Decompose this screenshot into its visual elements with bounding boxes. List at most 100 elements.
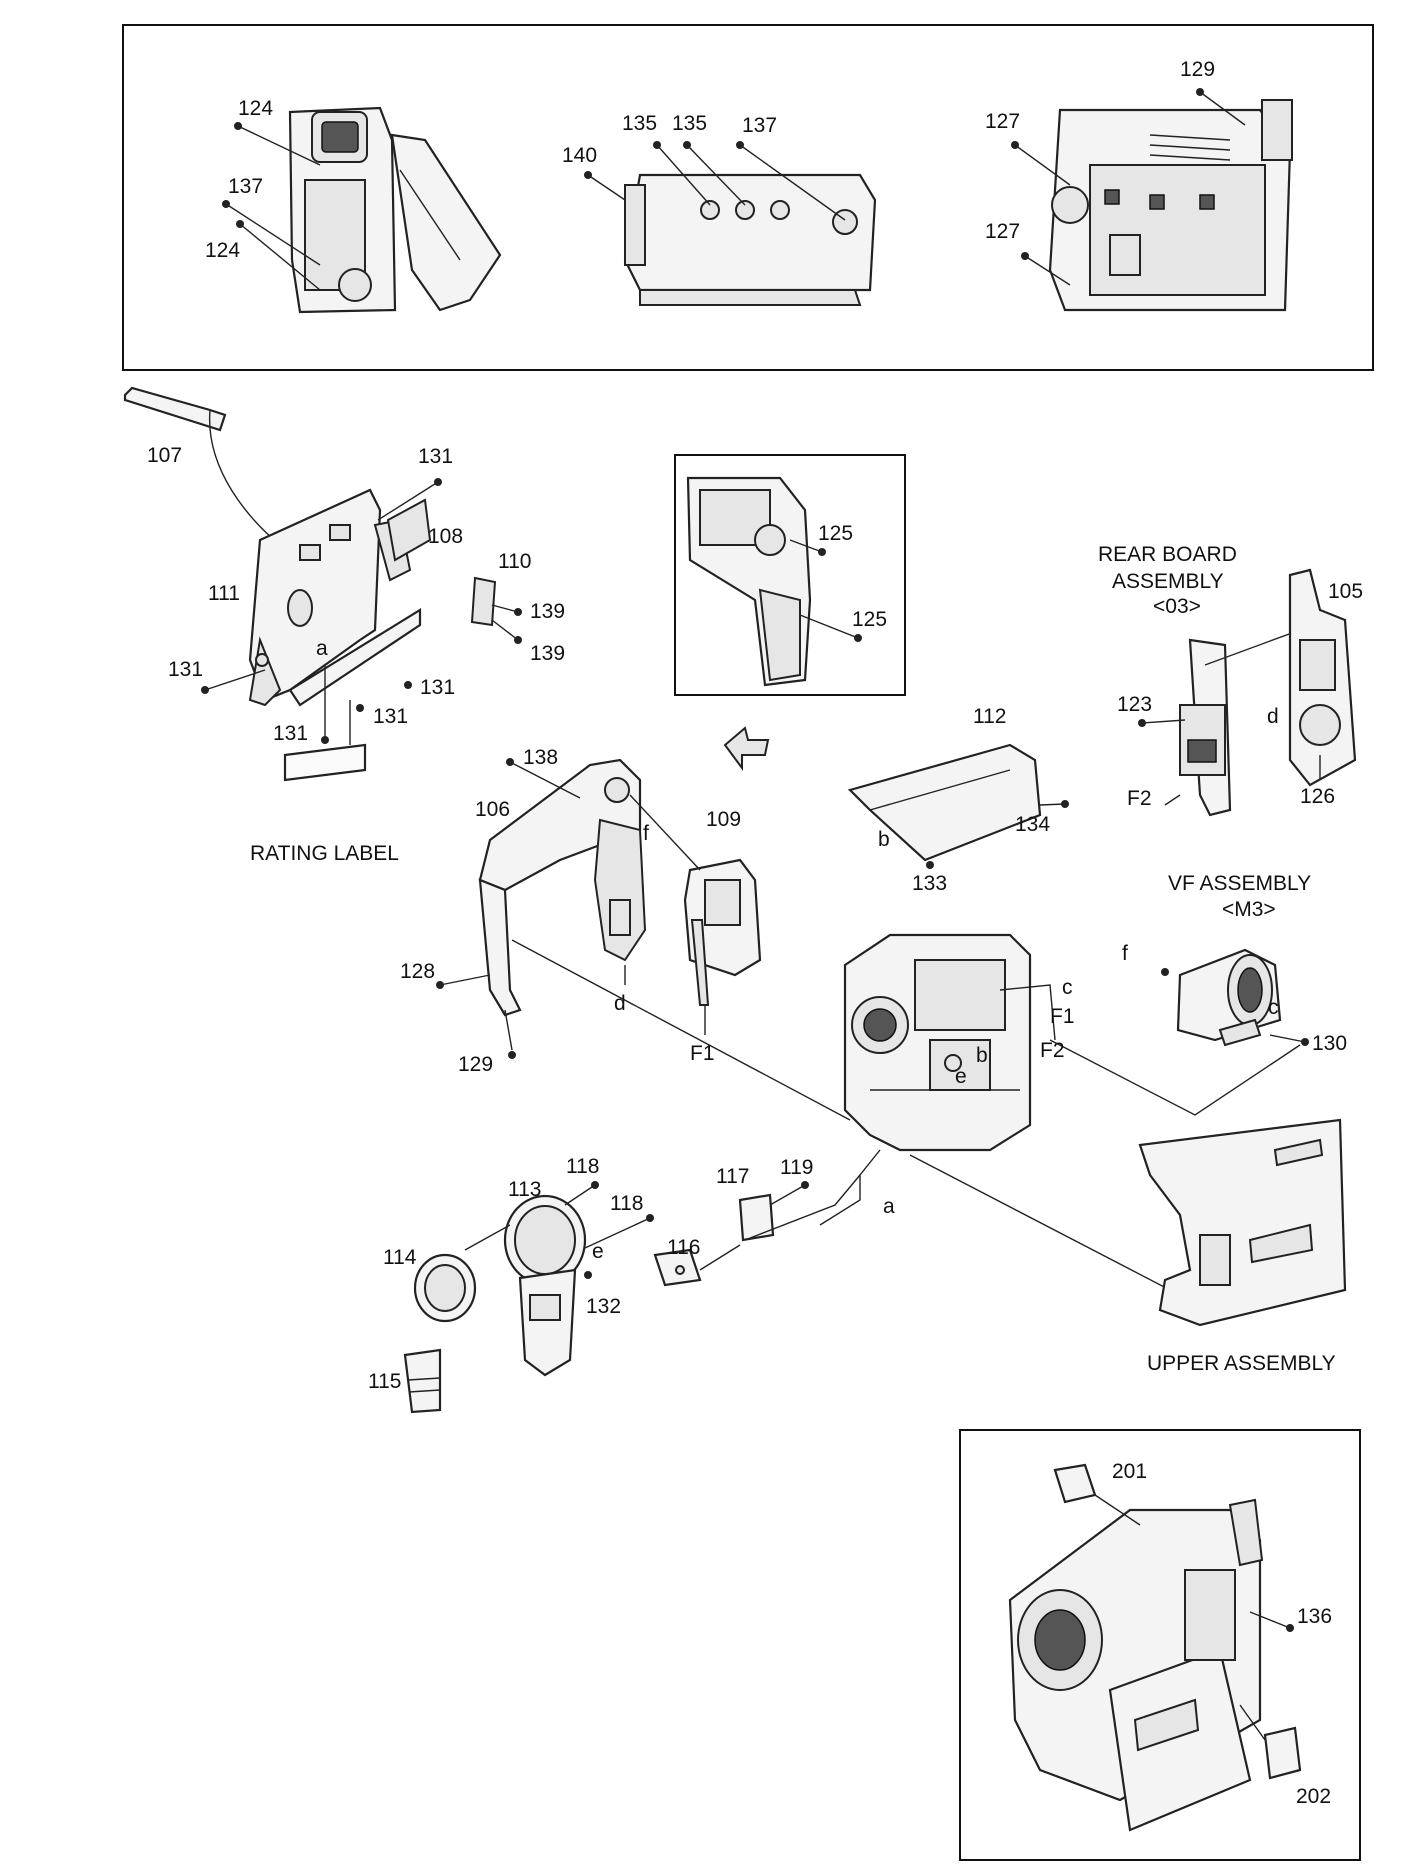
lens-hood-114 (413, 1253, 477, 1323)
label-107: 107 (147, 444, 182, 467)
connector-a: a (883, 1195, 895, 1218)
label-113: 113 (508, 1178, 541, 1201)
label-139: 139 (530, 642, 565, 665)
label-112: 112 (973, 705, 1006, 728)
top-cover-112 (847, 743, 1069, 869)
label-131: 131 (168, 658, 203, 681)
label-135: 135 (622, 112, 657, 135)
caption-rear-board: REAR BOARD (1098, 543, 1237, 566)
connector-c: c (1062, 976, 1073, 999)
part-201 (1053, 1463, 1141, 1526)
side-panel-leaders (201, 478, 522, 744)
label-106: 106 (475, 798, 510, 821)
caption-upper-assembly: UPPER ASSEMBLY (1147, 1352, 1336, 1375)
label-134: 134 (1015, 813, 1050, 836)
connector-a: a (316, 637, 328, 660)
connector-F1: F1 (1050, 1005, 1075, 1028)
label-118: 118 (566, 1155, 599, 1178)
connector-F2: F2 (1127, 787, 1152, 810)
label-131: 131 (420, 676, 455, 699)
label-110: 110 (498, 550, 531, 573)
cover-115 (403, 1348, 442, 1414)
label-119: 119 (780, 1156, 813, 1179)
camera-top-view (1048, 99, 1293, 312)
grip-frame-106 (436, 758, 647, 1059)
caption-rating-label: RATING LABEL (250, 842, 399, 865)
label-125: 125 (852, 608, 887, 631)
connector-c: c (1268, 996, 1279, 1019)
connector-b: b (878, 828, 890, 851)
connector-d: d (614, 992, 626, 1015)
lens-ring-113 (464, 1181, 654, 1377)
connector-b: b (976, 1044, 988, 1067)
label-131: 131 (373, 705, 408, 728)
part-105 (1138, 568, 1357, 787)
top-views-frame (122, 24, 1374, 371)
connector-e: e (592, 1240, 604, 1263)
label-124: 124 (238, 97, 273, 120)
left-side-frame-assembly (123, 386, 497, 707)
label-130: 130 (1312, 1032, 1347, 1055)
label-111: 111 (208, 582, 240, 605)
label-114: 114 (383, 1246, 417, 1269)
bottom-inset-frame (959, 1429, 1361, 1861)
inset-grip-detail (686, 476, 862, 687)
connector-F1: F1 (690, 1042, 715, 1065)
label-118: 118 (610, 1192, 643, 1215)
upper-assembly (1138, 1118, 1347, 1327)
label-125: 125 (818, 522, 853, 545)
label-116: 116 (667, 1236, 700, 1259)
label-135: 135 (672, 112, 707, 135)
caption-vf-code: <M3> (1222, 898, 1276, 921)
camera-perspective-view (1008, 1498, 1264, 1832)
label-109: 109 (706, 808, 741, 831)
connector-d: d (1267, 705, 1279, 728)
caption-rear-board-code: <03> (1153, 595, 1201, 618)
label-139: 139 (530, 600, 565, 623)
caption-rear-board-assembly: ASSEMBLY (1112, 570, 1224, 593)
inset-frame (674, 454, 906, 696)
label-201: 201 (1112, 1460, 1147, 1483)
label-127: 127 (985, 110, 1020, 133)
parts-116-117 (653, 1174, 861, 1287)
label-137: 137 (228, 175, 263, 198)
assembly-captions: RATING LABEL REAR BOARD ASSEMBLY <03> VF… (250, 543, 1336, 1375)
connector-f: f (643, 822, 649, 845)
label-131: 131 (418, 445, 453, 468)
connector-labels: a a b b c c d d e e f f F1 F1 F2 F2 (316, 637, 1279, 1263)
rear-board-assembly (1164, 629, 1301, 817)
label-129: 129 (1180, 58, 1215, 81)
camera-side-view-left (288, 106, 502, 314)
label-128: 128 (400, 960, 435, 983)
label-138: 138 (523, 746, 558, 769)
label-132: 132 (586, 1295, 621, 1318)
assembly-leaders (511, 939, 1301, 1291)
connector-e: e (955, 1065, 967, 1088)
connector-F2: F2 (1040, 1039, 1065, 1062)
label-126: 126 (1300, 785, 1335, 808)
caption-vf-assembly: VF ASSEMBLY (1168, 872, 1311, 895)
label-202: 202 (1296, 1785, 1331, 1808)
label-117: 117 (716, 1165, 749, 1188)
label-131: 131 (273, 722, 308, 745)
top-box-leaders (222, 88, 1246, 291)
label-140: 140 (562, 144, 597, 167)
vf-assembly (1161, 948, 1309, 1047)
part-number-labels: 124 137 124 140 135 135 137 129 127 127 … (147, 58, 1363, 1808)
label-137: 137 (742, 114, 777, 137)
connector-f: f (1122, 942, 1128, 965)
direction-arrow (723, 726, 770, 772)
part-202 (1239, 1704, 1302, 1780)
label-124: 124 (205, 239, 240, 262)
label-127: 127 (985, 220, 1020, 243)
label-133: 133 (912, 872, 947, 895)
label-136: 136 (1297, 1605, 1332, 1628)
label-108: 108 (428, 525, 463, 548)
label-123: 123 (1117, 693, 1152, 716)
rating-label-sticker (283, 700, 367, 782)
main-chassis (843, 933, 1056, 1152)
board-109 (629, 794, 762, 1035)
label-129: 129 (458, 1053, 493, 1076)
label-105: 105 (1328, 580, 1363, 603)
